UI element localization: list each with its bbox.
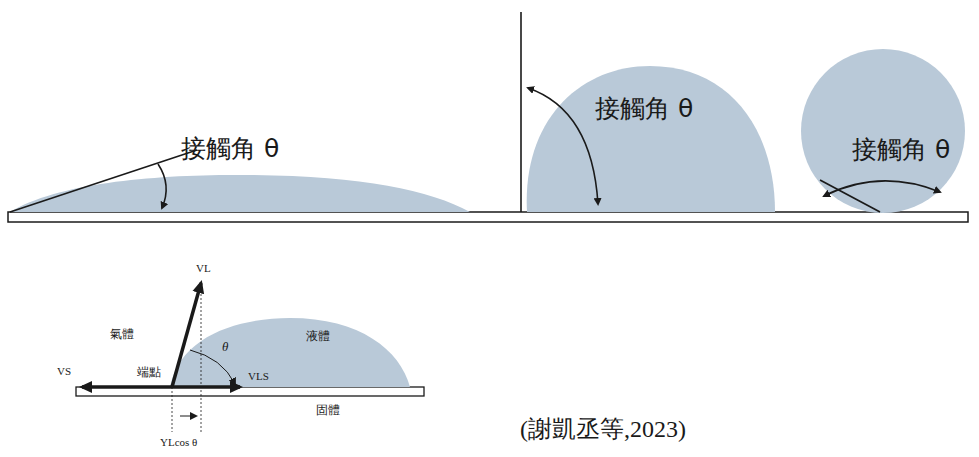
- tangent-line: [820, 180, 880, 212]
- angle-arc: [824, 181, 940, 196]
- vls-vector: [172, 385, 240, 389]
- solid-plate: [8, 212, 968, 222]
- diagram-label: VLS: [248, 370, 269, 382]
- diagram-label: 端點: [137, 366, 161, 379]
- citation-caption: (謝凱丞等,2023): [520, 416, 686, 442]
- diagram-label: VS: [57, 365, 71, 377]
- solid-plate: [76, 387, 424, 396]
- diagram-label: θ: [222, 340, 228, 354]
- tangent-line: [10, 150, 197, 212]
- diagram-label: YLcos θ: [160, 436, 197, 448]
- angle-arc: [528, 88, 598, 204]
- drop: [170, 318, 410, 387]
- diagram-label: VL: [196, 262, 211, 274]
- flat-drop: [10, 175, 470, 212]
- diagram-label: 液體: [306, 330, 330, 343]
- projection-arrow: [180, 416, 196, 417]
- half-drop: [527, 66, 775, 212]
- diagram-label: 固體: [316, 404, 340, 417]
- angle-arc: [190, 350, 235, 384]
- diagram-label: 接觸角 θ: [181, 135, 279, 163]
- bead-drop: [801, 49, 965, 213]
- projection-line: [201, 282, 202, 432]
- angle-arc: [158, 164, 166, 208]
- vl-vector: [172, 283, 201, 387]
- diagram-label: 接觸角 θ: [852, 136, 950, 164]
- tangent-line: [520, 12, 522, 212]
- diagram-label: 氣體: [110, 328, 134, 341]
- diagram-label: 接觸角 θ: [595, 95, 693, 123]
- vs-vector: [82, 385, 172, 389]
- projection-line: [172, 387, 173, 432]
